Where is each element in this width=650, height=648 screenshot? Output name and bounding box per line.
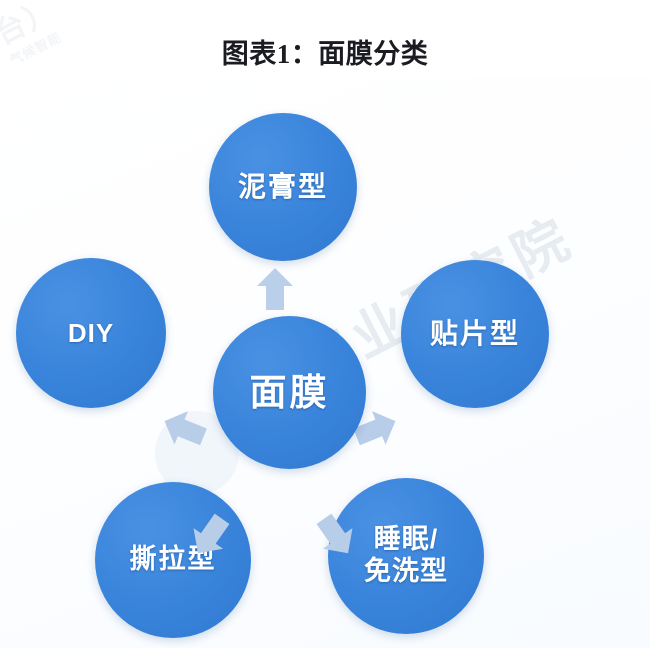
node-right-label: 贴片型 (429, 318, 520, 350)
center-node[interactable]: 面膜 (213, 316, 366, 469)
node-left-label: DIY (67, 317, 115, 348)
node-top-label: 泥膏型 (237, 171, 328, 203)
node-left[interactable]: DIY (16, 258, 166, 408)
center-node-label: 面膜 (249, 371, 330, 413)
node-top[interactable]: 泥膏型 (209, 113, 357, 261)
node-bottom-right[interactable]: 睡眠/ 免洗型 (328, 478, 484, 634)
node-right[interactable]: 贴片型 (401, 260, 549, 408)
node-bottom-left-label: 撕拉型 (129, 544, 217, 575)
arrow-to-left-icon (158, 404, 210, 453)
diagram-canvas: 产业研究院 (0, 78, 650, 648)
page-title: 图表1：面膜分类 (221, 39, 429, 69)
node-bottom-left[interactable]: 撕拉型 (95, 482, 251, 638)
arrow-to-top-icon (257, 268, 293, 310)
node-bottom-right-label: 睡眠/ 免洗型 (364, 524, 448, 586)
